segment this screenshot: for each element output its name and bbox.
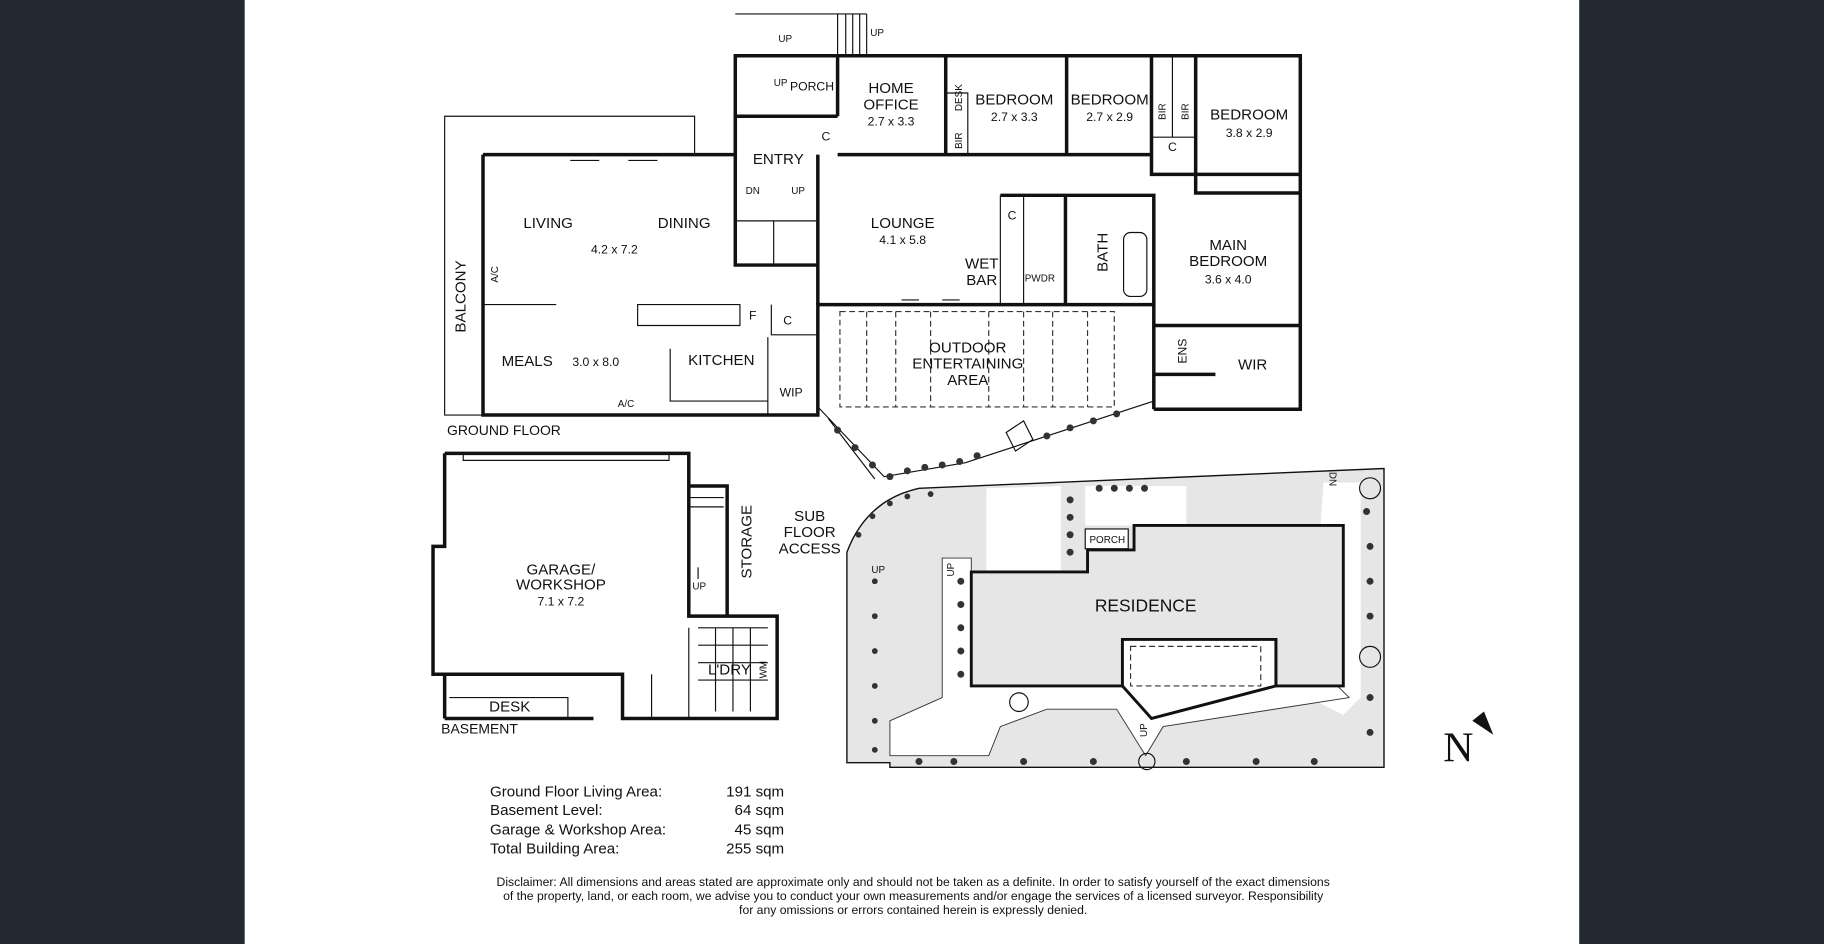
closet-label: C: [1008, 209, 1017, 223]
room-main-bedroom: MAIN: [1209, 237, 1247, 254]
room-main-bedroom: BEDROOM: [1189, 253, 1267, 270]
room-living: LIVING: [523, 215, 573, 232]
site-residence: RESIDENCE: [1095, 596, 1197, 616]
area-summary: Ground Floor Living Area: 191 sqm Baseme…: [490, 783, 784, 857]
room-outdoor-area: AREA: [947, 372, 989, 389]
area-label: Garage & Workshop Area:: [490, 822, 666, 839]
room-outdoor-area: ENTERTAINING: [912, 356, 1023, 373]
desk-label: DESK: [954, 84, 965, 111]
area-value: 191 sqm: [726, 783, 784, 800]
front-stairs-up: UP: [870, 28, 884, 39]
room-bedroom-2: BEDROOM: [975, 92, 1053, 109]
porch-up: UP: [774, 78, 788, 89]
site-up: UP: [946, 562, 957, 576]
room-pwdr: PWDR: [1025, 273, 1055, 284]
bir-label: BIR: [954, 132, 965, 148]
room-wet-bar: WET: [965, 256, 999, 273]
room-garage-workshop: GARAGE/: [526, 561, 596, 578]
room-wet-bar: BAR: [966, 272, 997, 289]
bedroom-2-dimensions: 2.7 x 3.3: [991, 110, 1038, 124]
room-ens: ENS: [1175, 339, 1189, 364]
ac-label: A/C: [490, 266, 501, 282]
site-up: UP: [1139, 723, 1150, 737]
room-kitchen: KITCHEN: [688, 352, 754, 369]
washing-machine-label: WM: [759, 661, 770, 679]
bir-label: BIR: [1181, 103, 1192, 119]
basement-title: BASEMENT: [441, 721, 518, 737]
lounge-dimensions: 4.1 x 5.8: [879, 233, 926, 247]
room-storage: STORAGE: [739, 505, 756, 579]
area-value: 45 sqm: [735, 822, 785, 839]
room-meals: MEALS: [502, 353, 553, 370]
desk-label: DESK: [489, 698, 530, 715]
sub-floor-access: SUB: [794, 508, 825, 525]
room-garage-workshop: WORKSHOP: [516, 576, 606, 593]
ac-label-kitchen: A/C: [618, 399, 634, 410]
left-margin: [0, 0, 245, 944]
room-outdoor-area: OUTDOOR: [929, 339, 1006, 356]
room-dining: DINING: [658, 215, 711, 232]
stairs-up: UP: [692, 581, 706, 592]
stairs-dn: DN: [746, 186, 760, 197]
sub-floor-access: ACCESS: [779, 540, 841, 557]
stairs-up: UP: [791, 186, 805, 197]
room-balcony: BALCONY: [453, 260, 470, 332]
site-plan: RESIDENCE PORCH UP UP UP DN N: [846, 467, 1494, 771]
site-porch: PORCH: [1089, 535, 1125, 546]
ground-floor-plan: BALCONY A/C LIVING DINING 4.2 x 7.2 MEAL…: [444, 13, 1303, 481]
north-arrow-icon: [1472, 711, 1494, 735]
room-bedroom-4: BEDROOM: [1210, 107, 1288, 124]
room-wip: WIP: [780, 385, 803, 399]
area-label: Basement Level:: [490, 802, 603, 819]
disclaimer-line: of the property, land, or each room, we …: [503, 889, 1324, 903]
fridge-label: F: [749, 309, 756, 323]
basement-plan: GARAGE/ WORKSHOP 7.1 x 7.2 STORAGE UP L'…: [431, 451, 841, 737]
closet-label: C: [783, 313, 792, 327]
bedroom-4-dimensions: 3.8 x 2.9: [1226, 126, 1273, 140]
area-label: Total Building Area:: [490, 840, 619, 857]
closet-label: C: [822, 130, 831, 144]
area-label: Ground Floor Living Area:: [490, 783, 662, 800]
site-up: UP: [871, 565, 885, 576]
ground-floor-title: GROUND FLOOR: [447, 422, 561, 438]
area-value: 255 sqm: [726, 840, 784, 857]
room-bath: BATH: [1094, 233, 1111, 272]
room-lounge: LOUNGE: [871, 215, 935, 232]
room-home-office: HOME: [868, 80, 913, 97]
north-arrow: N: [1443, 725, 1473, 771]
bir-label: BIR: [1157, 103, 1168, 119]
disclaimer-line: for any omissions or errors contained he…: [739, 903, 1087, 917]
room-entry: ENTRY: [753, 151, 804, 168]
porch-stairs-up: UP: [778, 34, 792, 45]
room-bedroom-3: BEDROOM: [1071, 92, 1149, 109]
site-dn: DN: [1326, 472, 1337, 486]
closet-label: C: [1168, 140, 1177, 154]
garage-dimensions: 7.1 x 7.2: [538, 595, 585, 609]
disclaimer: Disclaimer: All dimensions and areas sta…: [497, 875, 1330, 917]
right-margin: [1579, 0, 1824, 944]
living-dimensions: 4.2 x 7.2: [591, 242, 638, 256]
room-porch: PORCH: [790, 80, 834, 94]
room-home-office: OFFICE: [863, 96, 918, 113]
room-wir: WIR: [1238, 357, 1267, 374]
meals-dimensions: 3.0 x 8.0: [572, 355, 619, 369]
room-laundry: L'DRY: [708, 661, 751, 678]
home-office-dimensions: 2.7 x 3.3: [868, 115, 915, 129]
bedroom-3-dimensions: 2.7 x 2.9: [1086, 110, 1133, 124]
sub-floor-access: FLOOR: [784, 524, 836, 541]
disclaimer-line: Disclaimer: All dimensions and areas sta…: [497, 875, 1330, 889]
main-bedroom-dimensions: 3.6 x 4.0: [1205, 273, 1252, 287]
area-value: 64 sqm: [735, 802, 785, 819]
